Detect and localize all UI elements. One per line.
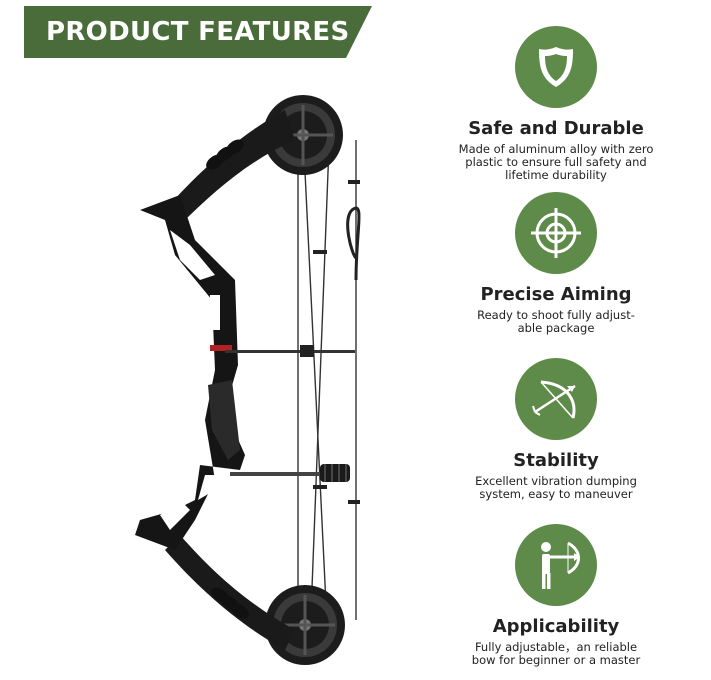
banner-title: PRODUCT FEATURES [46,17,350,47]
feature-stability: Stability Excellent vibration dumping sy… [440,358,672,501]
bow-and-arrow-icon [515,358,597,440]
feature-safe-and-durable: Safe and Durable Made of aluminum alloy … [440,26,672,182]
feature-title: Precise Aiming [480,284,632,305]
banner-background [24,6,372,58]
crosshair-target-icon [515,192,597,274]
feature-description: Fully adjustable，an reliable bow for beg… [471,640,641,667]
feature-applicability: Applicability Fully adjustable，an reliab… [440,524,672,667]
shield-icon [515,26,597,108]
feature-title: Applicability [492,616,620,637]
product-features-banner: PRODUCT FEATURES [24,6,372,58]
archer-icon [515,524,597,606]
feature-title: Stability [513,450,599,471]
feature-description: Excellent vibration dumping system, easy… [475,474,637,501]
feature-description: Ready to shoot fully adjust- able packag… [477,308,635,335]
feature-description: Made of aluminum alloy with zero plastic… [458,142,654,182]
compound-bow-image [135,95,361,665]
feature-precise-aiming: Precise Aiming Ready to shoot fully adju… [440,192,672,335]
feature-title: Safe and Durable [468,118,644,139]
